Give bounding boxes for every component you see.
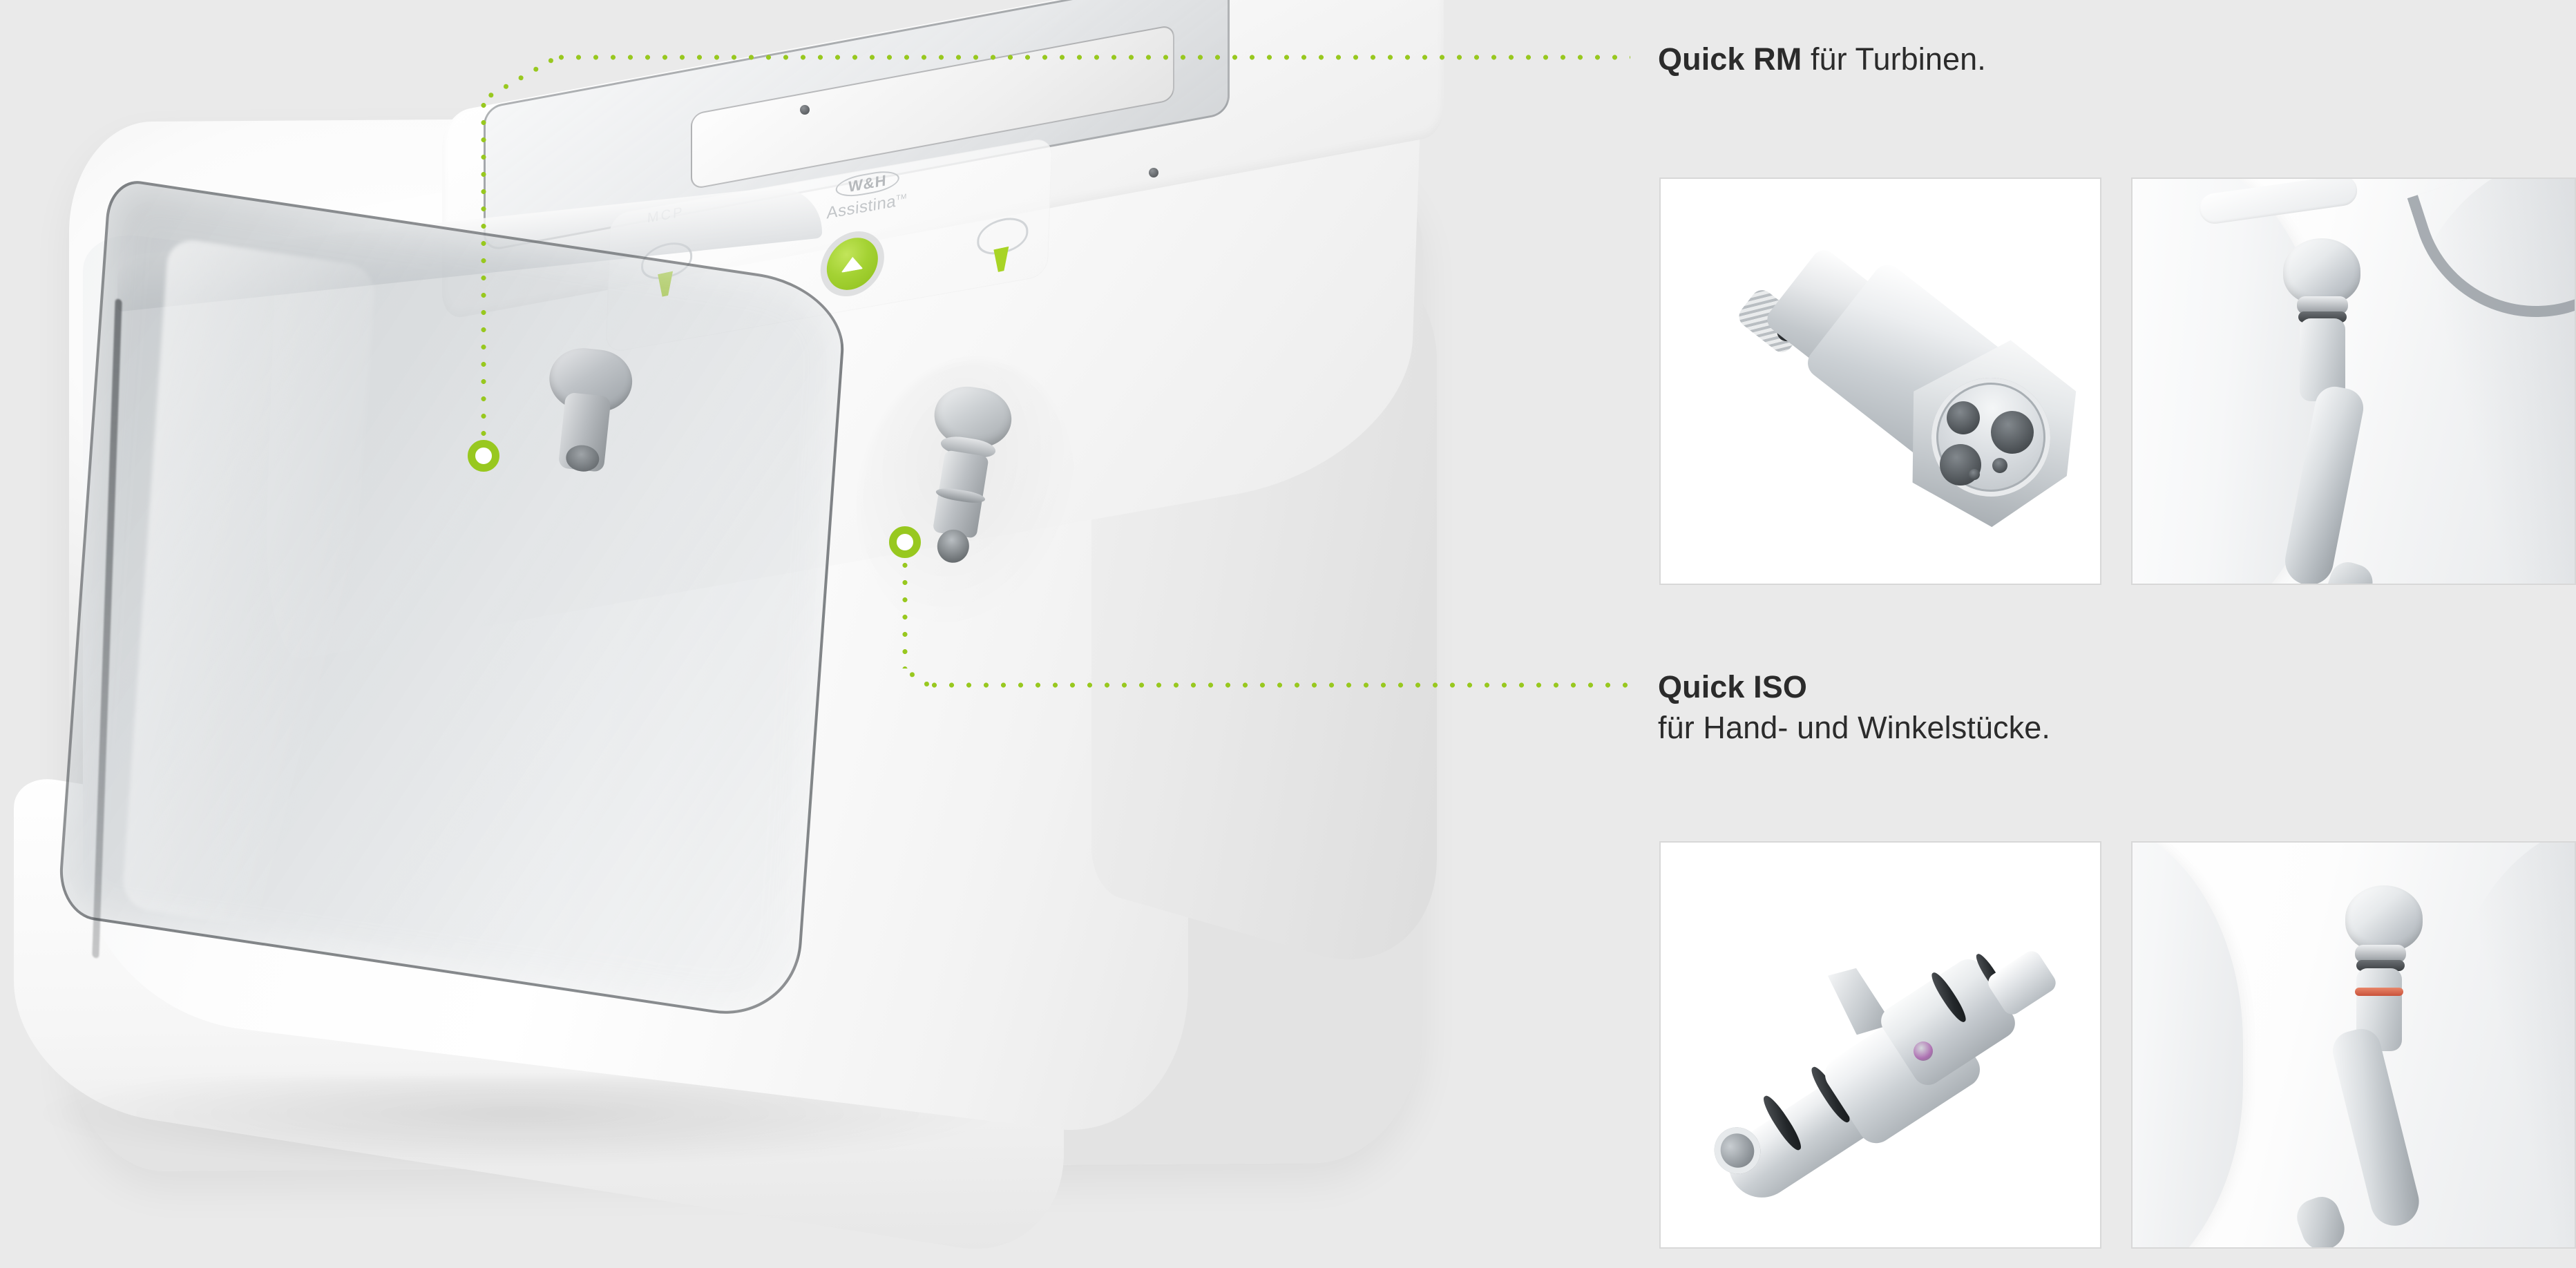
callout-text-quick-rm: Quick RM für Turbinen. (1658, 39, 1986, 80)
photo-tile-quick-rm-product[interactable] (1659, 177, 2101, 585)
fluid-level-indicator-icon (973, 211, 1032, 283)
turbine-handpiece-illustration (2133, 179, 2575, 584)
callout-title: Quick RM (1658, 41, 1802, 77)
assistina-device-photo: MCP W&H AssistinaTM (14, 0, 1637, 1265)
photo-tile-quick-iso-product[interactable] (1659, 841, 2101, 1249)
photo-tile-contra-angle-in-use[interactable] (2131, 841, 2576, 1249)
callout-marker-quick-rm[interactable] (468, 440, 499, 472)
contra-angle-handpiece-illustration (2133, 843, 2575, 1247)
play-triangle-icon (841, 255, 864, 273)
photo-tile-turbine-in-use[interactable] (2131, 177, 2576, 585)
quick-iso-adapter-illustration (1661, 843, 2100, 1247)
callout-headline-quick-iso: Quick ISO (1658, 667, 2050, 708)
callout-title: Quick ISO (1658, 669, 1807, 704)
callout-headline-quick-rm: Quick RM für Turbinen. (1658, 39, 1986, 80)
callout-text-quick-iso: Quick ISO für Hand- und Winkelstücke. (1658, 667, 2050, 748)
callout-description: für Hand- und Winkelstücke. (1658, 709, 2050, 745)
callout-description: für Turbinen. (1802, 41, 1986, 77)
callout-marker-quick-iso[interactable] (889, 526, 921, 558)
lid-screw-icon (1149, 168, 1158, 177)
lid-screw-icon (800, 105, 810, 115)
quick-rm-coupling-in-chamber (539, 345, 636, 484)
quick-rm-coupling-illustration (1661, 179, 2100, 584)
